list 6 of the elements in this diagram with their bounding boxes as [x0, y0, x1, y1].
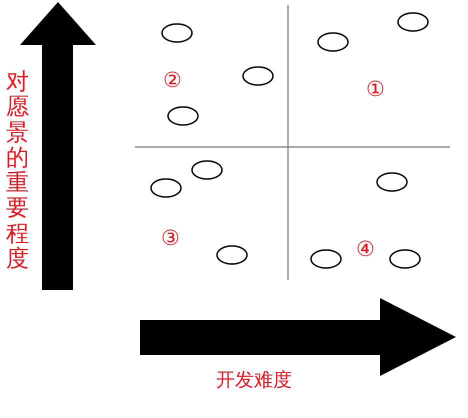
quadrant-number: ①: [366, 79, 385, 100]
axis-title: 对愿景的重要程度: [6, 70, 29, 272]
axis-title: 开发难度: [216, 371, 292, 390]
quadrant-number: ②: [163, 70, 182, 91]
quadrant-number: ④: [356, 239, 375, 260]
quadrant-number: ③: [161, 228, 180, 249]
